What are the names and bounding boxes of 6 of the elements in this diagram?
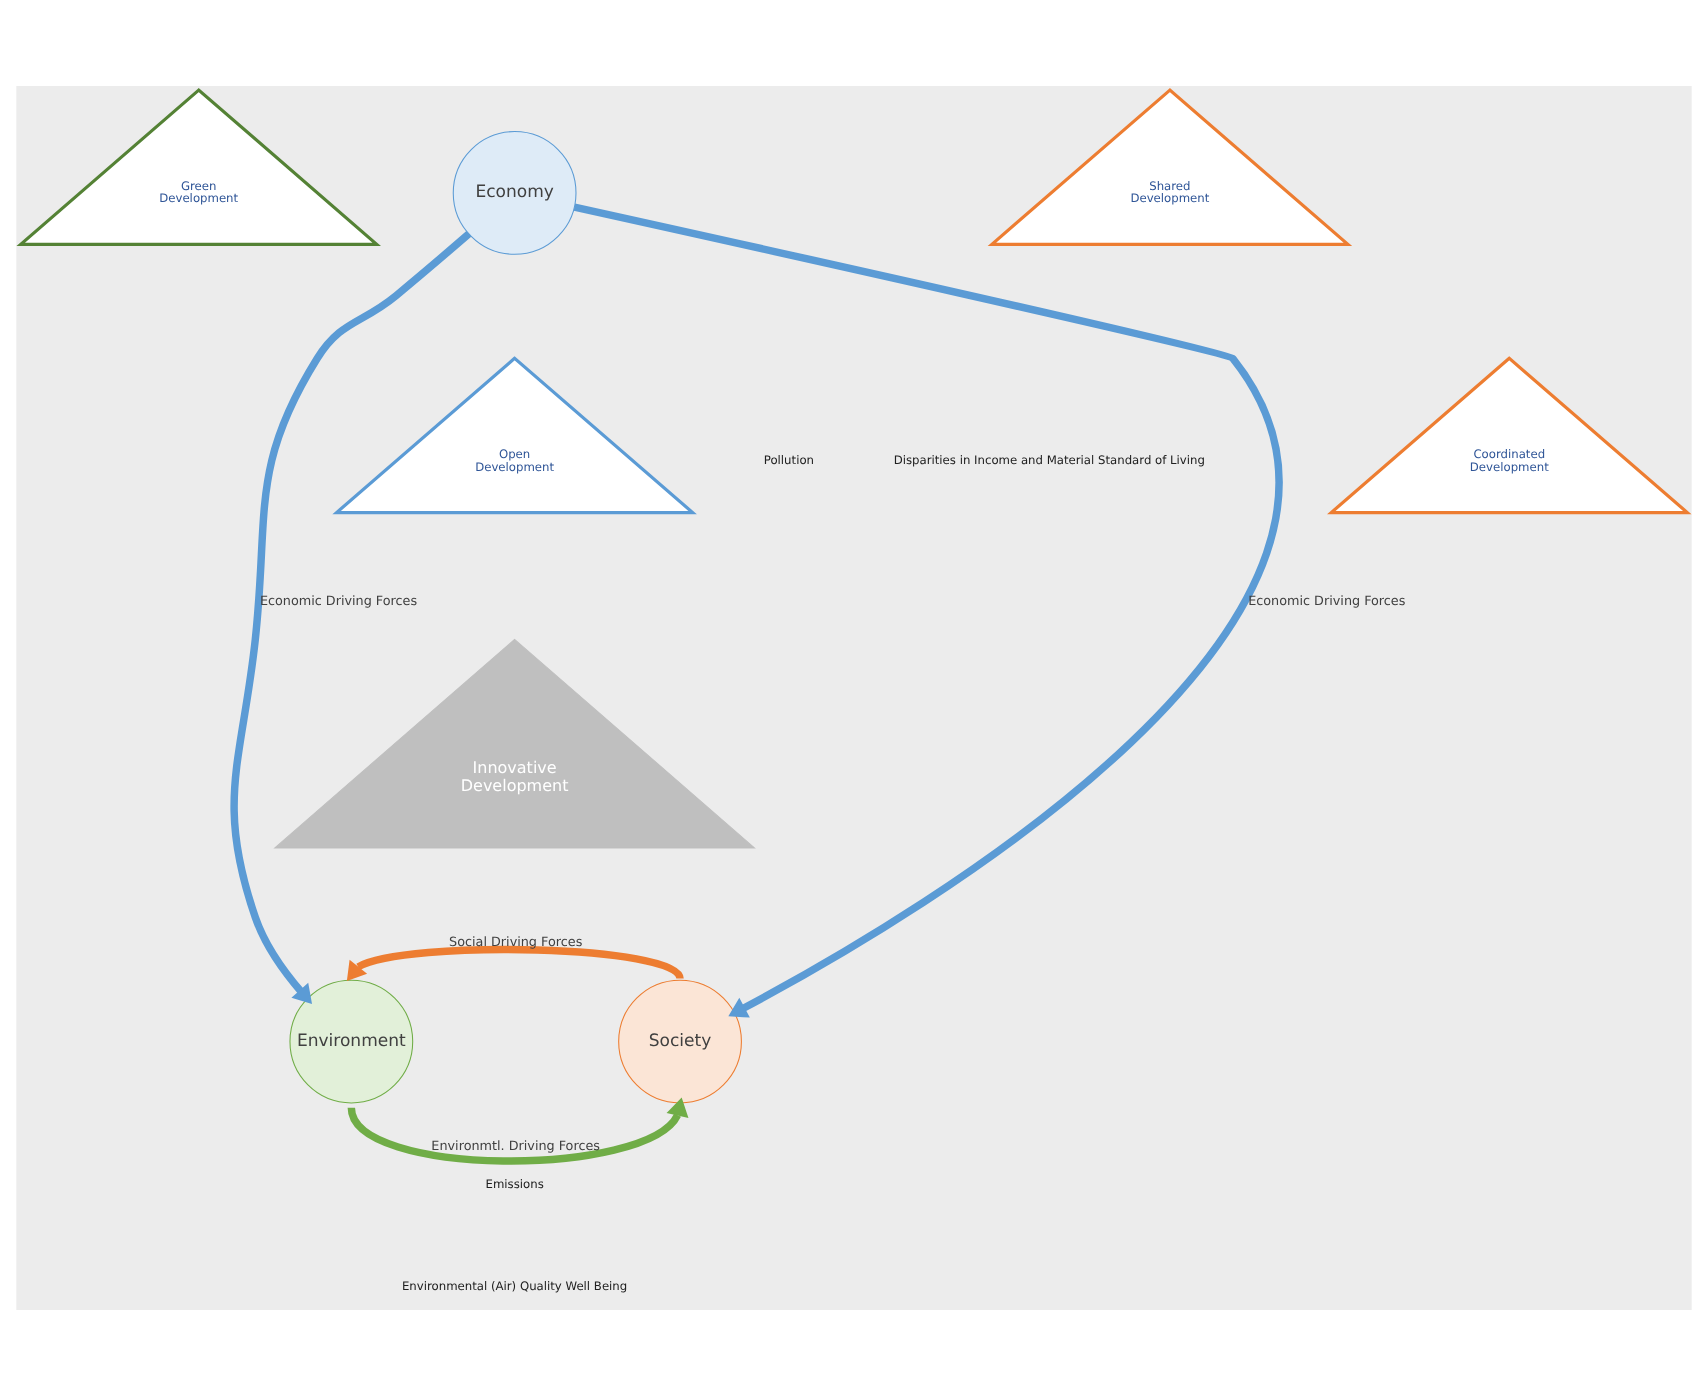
arrow: [573, 203, 1282, 1018]
node-circle: Economy: [452, 131, 577, 255]
arrow: [346, 945, 684, 981]
arrow: [230, 231, 472, 1004]
node-circle: Society: [618, 979, 742, 1104]
arrow: [347, 1097, 689, 1165]
